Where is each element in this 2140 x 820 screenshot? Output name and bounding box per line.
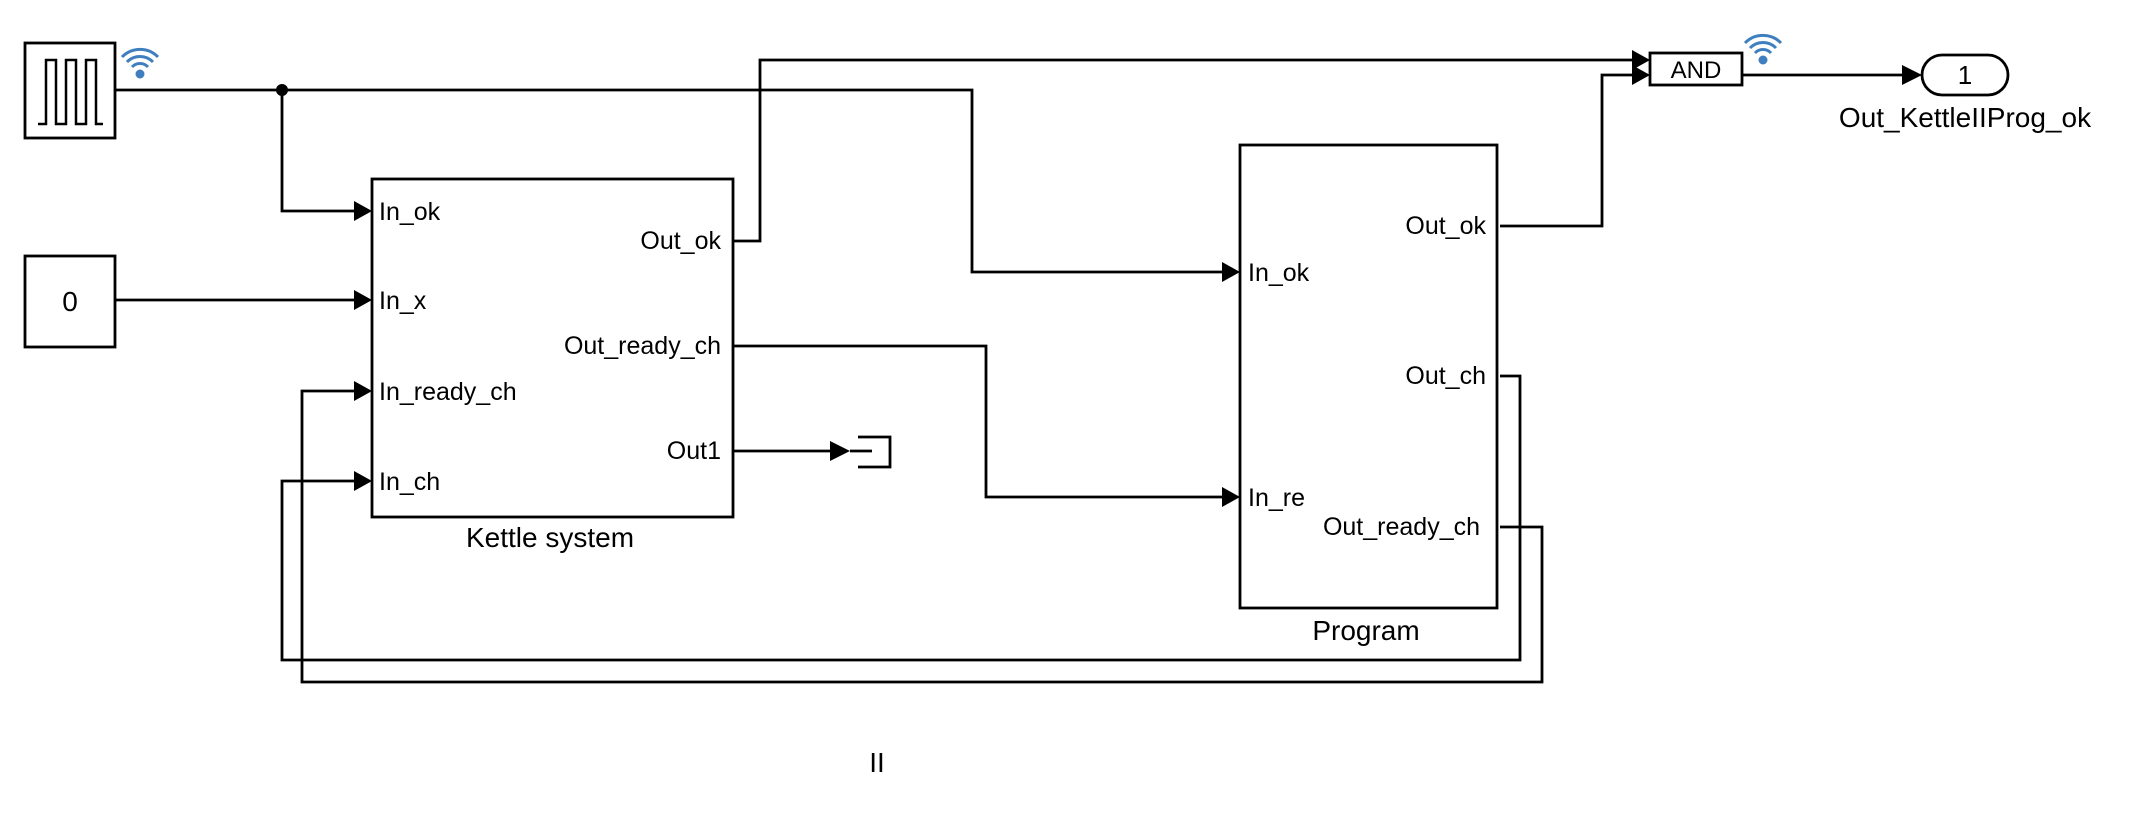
program-port-out-ok: Out_ok <box>1405 212 1486 240</box>
kettle-system-subsystem[interactable]: In_ok In_x In_ready_ch In_ch Out_ok Out_… <box>370 177 735 519</box>
and-logical-operator-block[interactable]: AND <box>1648 51 1744 87</box>
signal-line-program-out-ok-to-and[interactable] <box>1500 73 1632 228</box>
kettle-port-in-ch: In_ch <box>379 468 440 496</box>
arrowhead-program-in-ok <box>1222 262 1240 282</box>
kettle-port-out1: Out1 <box>667 437 721 465</box>
arrowhead-and-in-1 <box>1632 50 1650 70</box>
arrowhead-and-in-2 <box>1632 65 1650 85</box>
outport-number: 1 <box>1958 60 1972 90</box>
and-label: AND <box>1671 57 1722 84</box>
arrowhead-terminator <box>830 441 850 461</box>
terminator-block[interactable] <box>850 435 892 469</box>
signal-line-kettle-out-ready-to-program-in-re[interactable] <box>733 344 1222 499</box>
signal-line-kettle-out-ok-to-and[interactable] <box>733 58 1632 243</box>
signal-line-program-out-ch-to-kettle-in-ch[interactable] <box>280 374 1522 662</box>
program-port-in-ok: In_ok <box>1248 259 1310 287</box>
program-port-in-re: In_re <box>1248 484 1305 512</box>
constant-value: 0 <box>62 286 78 317</box>
program-subsystem[interactable]: In_ok In_re Out_ok Out_ch Out_ready_ch <box>1238 143 1499 610</box>
signal-line-pulse-to-program-in-ok[interactable] <box>282 88 1222 274</box>
signal-line-program-out-ready-to-kettle-in-ready[interactable] <box>300 389 1544 684</box>
kettle-port-in-x: In_x <box>379 287 427 315</box>
arrowhead-kettle-in-x <box>354 290 372 310</box>
kettle-port-in-ready-ch: In_ready_ch <box>379 378 517 406</box>
signal-logging-icon[interactable] <box>120 47 160 80</box>
outport-label: Out_KettleIIProg_ok <box>1839 102 2092 133</box>
arrowhead-program-in-re <box>1222 487 1240 507</box>
kettle-port-out-ready-ch: Out_ready_ch <box>564 332 721 360</box>
signal-logging-icon[interactable] <box>1743 33 1783 66</box>
arrowhead-outport <box>1902 65 1922 85</box>
program-port-out-ch: Out_ch <box>1405 362 1486 390</box>
arrowhead-kettle-in-ready <box>354 381 372 401</box>
constant-block[interactable]: 0 <box>23 254 117 349</box>
program-port-out-ready-ch: Out_ready_ch <box>1323 513 1480 541</box>
pulse-generator-block[interactable] <box>23 41 117 140</box>
arrowhead-kettle-in-ch <box>354 471 372 491</box>
outport-block[interactable]: 1 <box>1920 53 2010 97</box>
branch-point <box>276 84 288 96</box>
kettle-system-label: Kettle system <box>466 522 634 553</box>
arrowhead-kettle-in-ok <box>354 201 372 221</box>
signal-line-pulse-to-kettle-in-ok[interactable] <box>115 88 354 213</box>
pulse-wave-icon <box>38 58 103 126</box>
kettle-port-in-ok: In_ok <box>379 198 441 226</box>
kettle-port-out-ok: Out_ok <box>640 227 721 255</box>
program-label: Program <box>1312 615 1419 646</box>
canvas-text: II <box>869 747 885 778</box>
